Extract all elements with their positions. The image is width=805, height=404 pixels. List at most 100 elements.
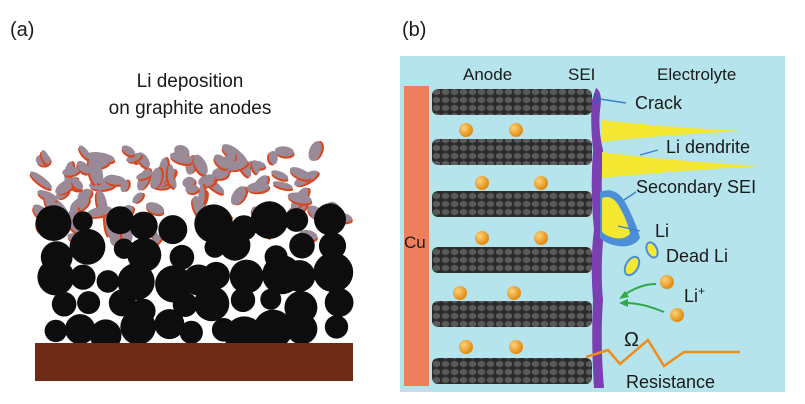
graphite-particle (117, 263, 155, 301)
graphite-particle (179, 320, 203, 344)
resistance-zigzag (585, 338, 740, 368)
li-flake (145, 202, 165, 215)
secondary-sei-leader (623, 191, 637, 201)
li-ball (459, 123, 473, 137)
li-flake (246, 181, 270, 193)
li-flake (88, 157, 99, 185)
li-flake (62, 166, 80, 176)
sei-layer (591, 88, 604, 388)
li-flake (193, 154, 208, 175)
graphite-particle (230, 287, 256, 313)
graphite-particle (40, 241, 73, 274)
li-ball (509, 340, 523, 354)
li-flake (41, 150, 50, 165)
graphite-layer (432, 89, 592, 115)
li-ion-ball-2 (670, 308, 684, 322)
graphite-particle (155, 265, 193, 303)
panel-b: (b) Anode SEI Electrolyte Cu Crack Li de… (400, 19, 785, 392)
graphite-particle (106, 206, 135, 235)
graphite-particle (158, 215, 188, 245)
graphite-particle (169, 244, 195, 270)
li-flake (121, 145, 136, 156)
graphite-particle (70, 264, 96, 290)
omega-symbol: Ω (624, 329, 639, 351)
graphite-particle (154, 309, 185, 340)
li-flake (271, 170, 289, 180)
li-flake (150, 167, 162, 189)
current-collector-substrate (35, 343, 353, 381)
graphite-particle (202, 261, 230, 290)
li-flake (268, 150, 278, 165)
li-flake (55, 178, 75, 195)
secondary-sei-label: Secondary SEI (636, 177, 756, 197)
panel-a-title-line1: Li deposition (137, 71, 244, 92)
li-flake (227, 159, 248, 171)
graphite-particle (284, 208, 309, 232)
graphite-particle (65, 314, 96, 345)
li-dendrite-label: Li dendrite (666, 137, 750, 157)
li-flake (214, 154, 230, 169)
li-ball (459, 340, 473, 354)
lithium-ions-intercalated (453, 123, 548, 354)
graphite-particle (130, 298, 156, 324)
li-ball (453, 286, 467, 300)
li-ion-symbol: Li (684, 286, 698, 306)
graphite-particle (314, 203, 346, 236)
graphite-particle (313, 252, 354, 293)
panel-a-title-line2: on graphite anodes (109, 98, 272, 119)
li-flake (198, 185, 205, 206)
ion-arrow-1 (623, 283, 657, 296)
graphite-layers (432, 89, 592, 384)
lithium-flakes (29, 140, 353, 257)
li-dendrite-lower (602, 152, 760, 178)
graphite-particle (253, 309, 293, 349)
ion-arrow-2-head (619, 299, 628, 307)
li-flake (167, 164, 175, 185)
graphite-particle (44, 319, 67, 343)
li-flake (289, 167, 311, 180)
graphite-particle (289, 232, 315, 259)
li-label: Li (655, 221, 669, 241)
li-flake (104, 175, 126, 185)
li-ball (509, 123, 523, 137)
electrolyte-header: Electrolyte (657, 65, 736, 84)
graphite-particle (96, 270, 120, 293)
li-flake (71, 178, 84, 190)
graphite-particle (318, 232, 347, 260)
li-deposit (602, 197, 630, 239)
li-ball (475, 231, 489, 245)
li-flake (132, 192, 143, 204)
panel-a-tag: (a) (10, 19, 34, 41)
graphite-particles (35, 201, 354, 356)
graphite-particle (264, 245, 288, 269)
ion-arrow-1-head (619, 291, 629, 299)
graphite-particle (260, 288, 282, 310)
li-flake (274, 146, 294, 157)
graphite-particle (51, 291, 77, 317)
li-flake (30, 171, 52, 189)
graphite-particle (77, 291, 101, 315)
sei-header: SEI (568, 65, 595, 84)
graphite-layer (432, 139, 592, 165)
graphite-particle (324, 315, 349, 339)
graphite-layer (432, 191, 592, 217)
resistance-label: Resistance (626, 372, 715, 392)
anode-header: Anode (463, 65, 512, 84)
li-flake (308, 141, 322, 161)
li-ion-label: Li+ (684, 284, 705, 306)
graphite-particle (231, 215, 257, 241)
li-flake (77, 160, 90, 174)
li-flake (185, 184, 199, 194)
li-leader (617, 225, 641, 232)
graphite-particle (194, 204, 233, 243)
dead-li-label: Dead Li (666, 246, 728, 266)
li-flake (120, 180, 129, 193)
li-flake (230, 186, 246, 206)
li-ball (534, 176, 548, 190)
panel-a: (a) Li deposition on graphite anodes (10, 19, 354, 381)
li-flake (136, 170, 153, 180)
graphite-particle (129, 211, 158, 240)
cu-label: Cu (404, 233, 426, 252)
graphite-particle (229, 259, 264, 294)
